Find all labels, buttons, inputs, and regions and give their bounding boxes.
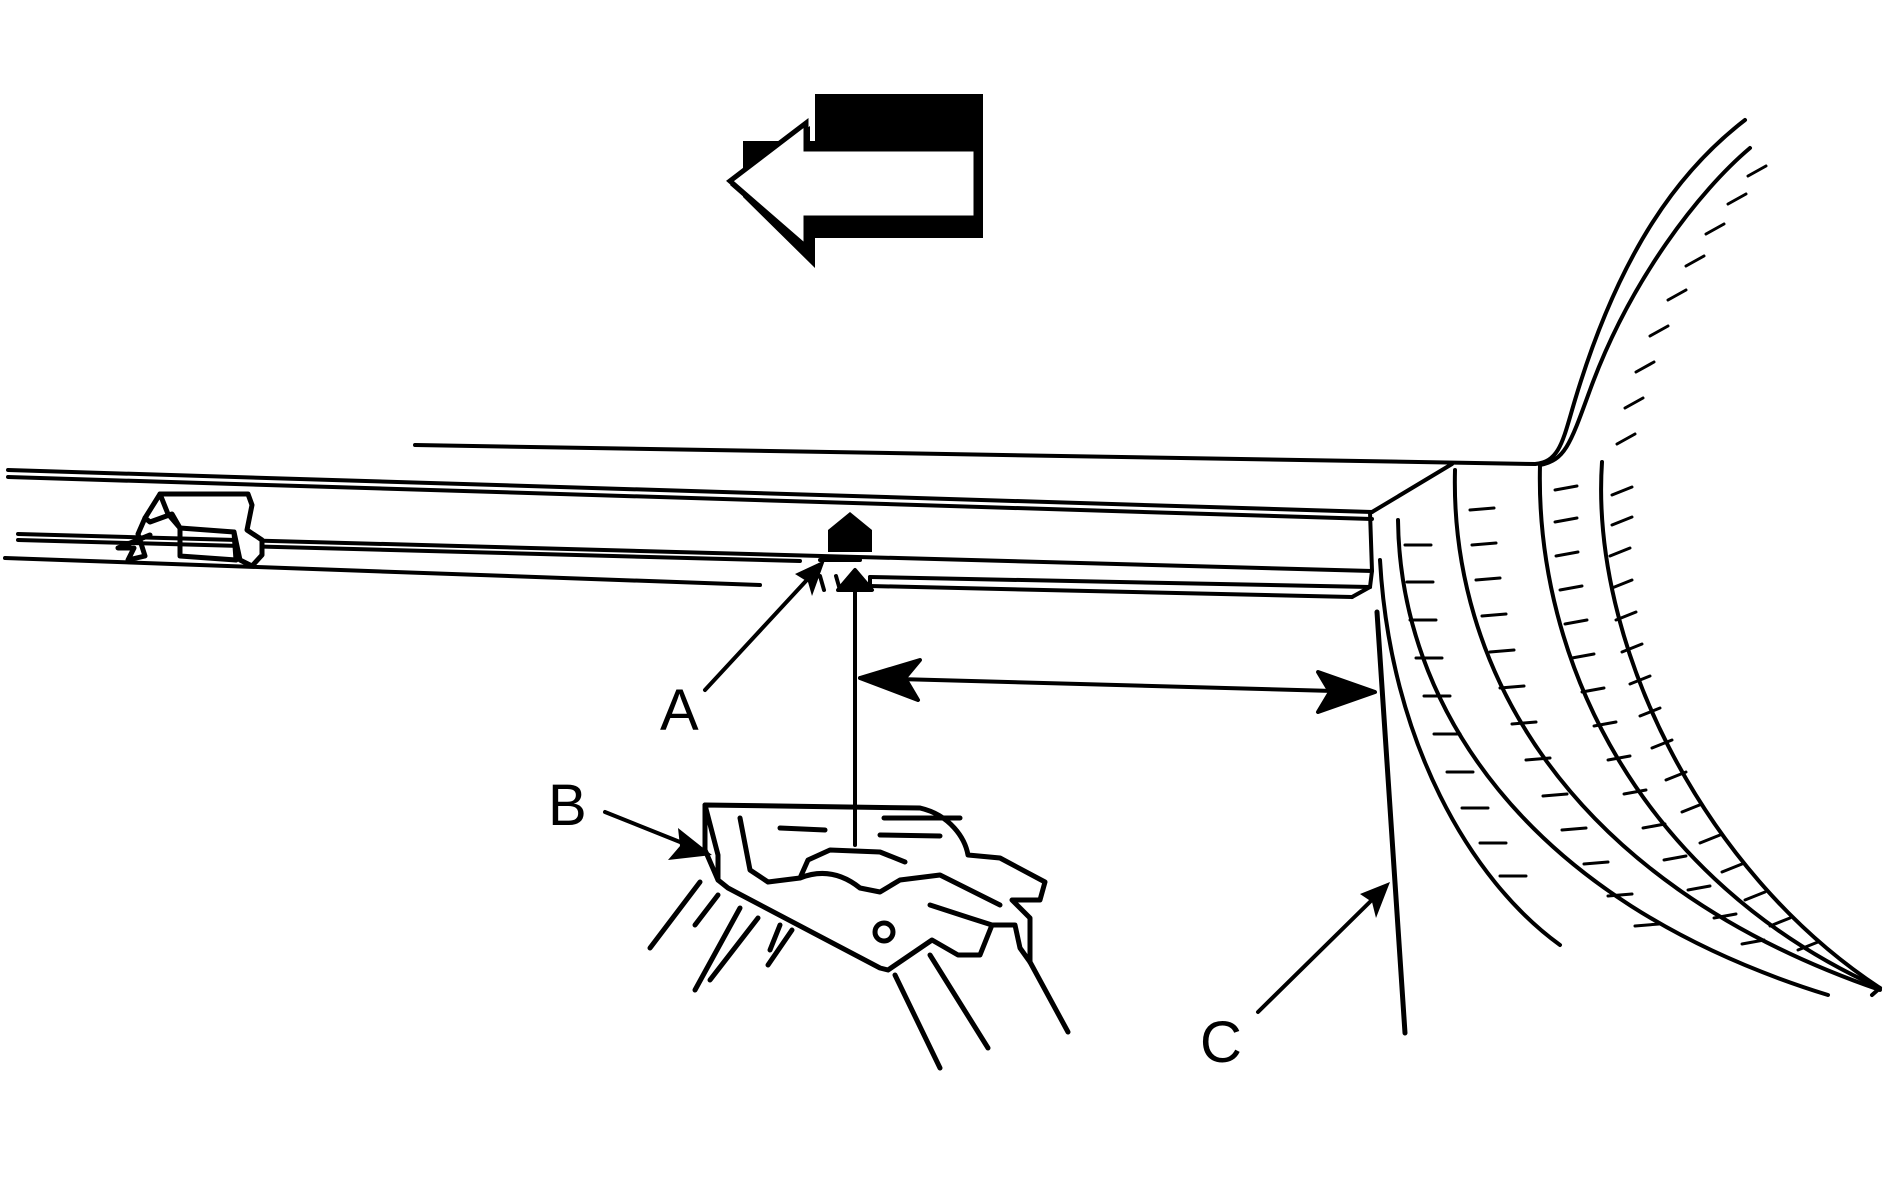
callout-c-label: C (1200, 1010, 1242, 1075)
callout-b-label: B (548, 773, 587, 838)
front-tire (1378, 118, 1882, 997)
lift-pad (647, 802, 1071, 1071)
pinch-weld-flange (1374, 609, 1408, 1036)
lift-point-symbol-icon (828, 512, 872, 552)
callout-a-label: A (660, 678, 699, 743)
sill-clip (115, 491, 265, 569)
distance-dimension-arrow (858, 658, 1377, 714)
callout-a: A (660, 560, 825, 743)
vehicle-front-direction-arrow-icon (726, 94, 983, 268)
rocker-panel (3, 443, 1537, 599)
callout-c: C (1200, 882, 1390, 1075)
lift-alignment-arrow (836, 568, 874, 847)
callout-b: B (548, 773, 712, 860)
